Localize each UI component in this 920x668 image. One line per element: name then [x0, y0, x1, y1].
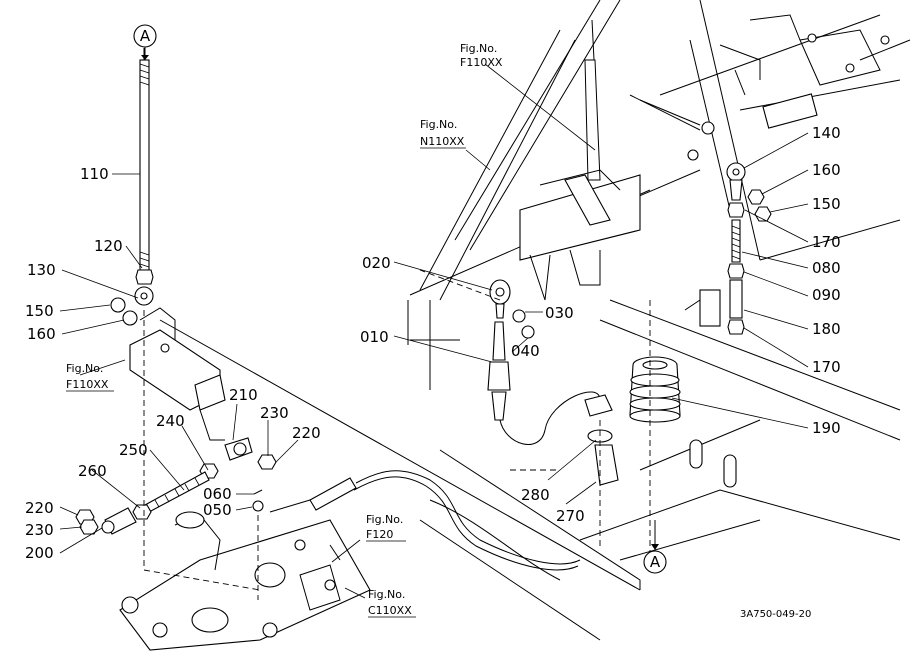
part-120-label: 120 — [94, 237, 123, 255]
part-110-label: 110 — [80, 165, 109, 183]
part-240-label: 240 — [156, 412, 185, 430]
part-150-right-label: 150 — [812, 195, 841, 213]
figure-references: Fig.No. F110XX Fig.No. N110XX Fig.No. F1… — [66, 42, 503, 618]
fig-ref-f110xx-top: Fig.No. F110XX — [460, 42, 503, 69]
part-220-left-label: 220 — [25, 499, 54, 517]
connector-a-bottom-label: A — [650, 553, 661, 571]
shift-arm-bracket — [129, 307, 226, 441]
fig-ref-n110xx: Fig.No. N110XX — [420, 118, 466, 149]
fig-ref-f110xx-top-line1: Fig.No. — [460, 42, 497, 55]
control-cable — [252, 470, 581, 571]
shift-lever-bracket — [519, 19, 715, 301]
connector-a-top: A — [133, 24, 157, 60]
part-210-label: 210 — [229, 386, 258, 404]
hood-frame — [159, 0, 911, 641]
rod-end-assembly — [726, 162, 772, 335]
drawing-code: 3A750-049-20 — [740, 609, 811, 620]
part-160-right-label: 160 — [812, 161, 841, 179]
fig-ref-f120-line2: F120 — [366, 528, 393, 541]
fig-ref-c110xx-line2: C110XX — [368, 604, 412, 617]
fig-ref-f110xx-left: Fig.No. F110XX — [66, 362, 114, 392]
transmission-housing — [119, 511, 371, 651]
dashed-guide-lines — [143, 269, 651, 600]
turnbuckle-assembly — [75, 437, 277, 535]
part-140-label: 140 — [812, 124, 841, 142]
part-060-label: 060 — [203, 485, 232, 503]
connector-a-bottom: A — [643, 520, 667, 574]
part-180-label: 180 — [812, 320, 841, 338]
fig-ref-f110xx-left-line1: Fig.No. — [66, 362, 103, 375]
part-number-labels: 110 120 130 150 160 210 230 220 240 250 … — [25, 124, 841, 562]
rod-110 — [110, 48, 154, 326]
part-260-label: 260 — [78, 462, 107, 480]
part-020-label: 020 — [362, 254, 391, 272]
part-030-label: 030 — [545, 304, 574, 322]
part-010-label: 010 — [360, 328, 389, 346]
fig-ref-n110xx-line1: Fig.No. — [420, 118, 457, 131]
part-270-label: 270 — [556, 507, 585, 525]
upper-bracket-assembly — [719, 14, 890, 129]
part-040-label: 040 — [511, 342, 540, 360]
rubber-boot-190 — [629, 356, 681, 423]
fig-ref-c110xx-line1: Fig.No. — [368, 588, 405, 601]
connector-a-top-label: A — [140, 27, 151, 45]
part-230-right-label: 230 — [260, 404, 289, 422]
shift-cable-010 — [487, 279, 619, 486]
fig-ref-f120: Fig.No. F120 — [366, 513, 406, 542]
part-160-left-label: 160 — [27, 325, 56, 343]
part-280-label: 280 — [521, 486, 550, 504]
floor-slots — [684, 289, 737, 488]
part-170-lower-label: 170 — [812, 358, 841, 376]
part-190-label: 190 — [812, 419, 841, 437]
fig-ref-f120-line1: Fig.No. — [366, 513, 403, 526]
part-170-upper-label: 170 — [812, 233, 841, 251]
part-090-label: 090 — [812, 286, 841, 304]
part-200-label: 200 — [25, 544, 54, 562]
fig-ref-f110xx-top-line2: F110XX — [460, 56, 503, 69]
part-050-label: 050 — [203, 501, 232, 519]
part-250-label: 250 — [119, 441, 148, 459]
fig-ref-c110xx: Fig.No. C110XX — [368, 588, 416, 618]
part-130-label: 130 — [27, 261, 56, 279]
part-150-left-label: 150 — [25, 302, 54, 320]
fig-ref-f110xx-left-line2: F110XX — [66, 378, 109, 391]
fig-ref-n110xx-line2: N110XX — [420, 135, 465, 148]
part-080-label: 080 — [812, 259, 841, 277]
leader-lines — [59, 63, 809, 599]
part-230-left-label: 230 — [25, 521, 54, 539]
part-220-right-label: 220 — [292, 424, 321, 442]
